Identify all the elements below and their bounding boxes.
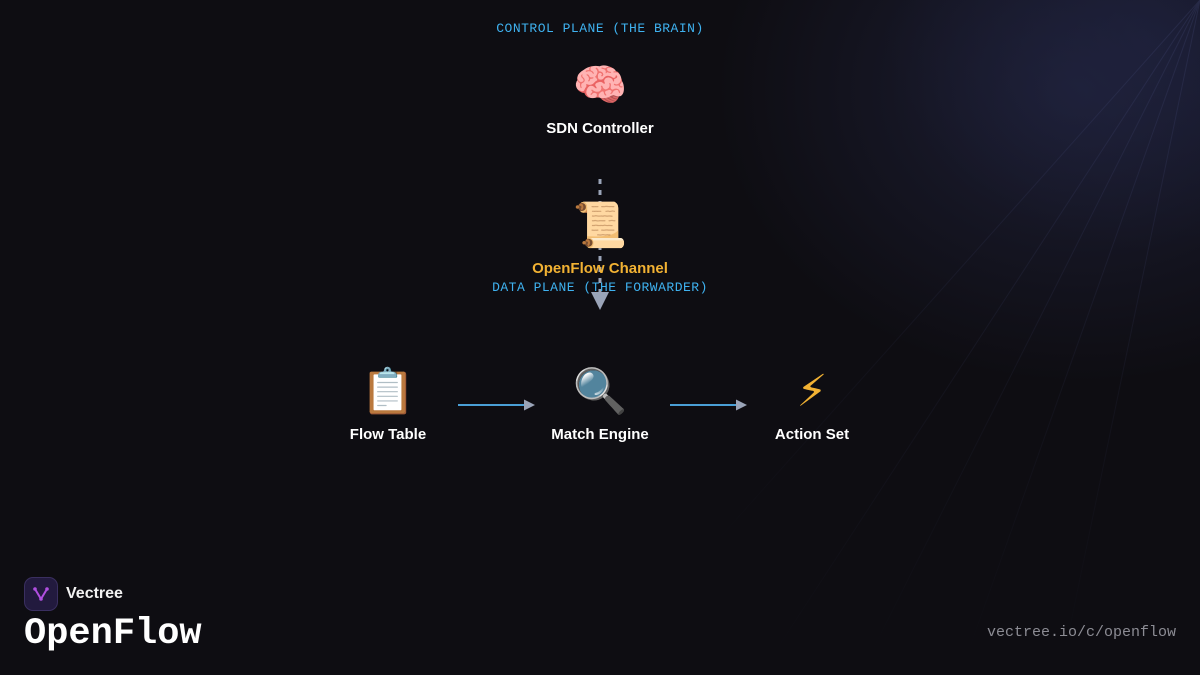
openflow-channel-label: OpenFlow Channel bbox=[532, 260, 668, 277]
openflow-channel-node: 📜 OpenFlow Channel bbox=[500, 200, 700, 277]
magnifier-icon: 🔍 bbox=[572, 366, 628, 417]
brand[interactable]: Vectree bbox=[24, 577, 123, 611]
page-title: OpenFlow bbox=[24, 613, 202, 655]
match-engine-label: Match Engine bbox=[551, 426, 649, 443]
footer-url[interactable]: vectree.io/c/openflow bbox=[986, 624, 1176, 641]
action-set-label: Action Set bbox=[774, 426, 850, 443]
sdn-controller-node: 🧠 SDN Controller bbox=[500, 60, 700, 137]
flow-table-label: Flow Table bbox=[349, 426, 427, 443]
vectree-logo-icon bbox=[24, 577, 58, 611]
scroll-icon: 📜 bbox=[572, 200, 628, 251]
control-plane-label: CONTROL PLANE (THE BRAIN) bbox=[496, 21, 704, 36]
sdn-controller-label: SDN Controller bbox=[546, 120, 654, 137]
brand-name: Vectree bbox=[66, 585, 123, 602]
clipboard-icon: 📋 bbox=[360, 366, 416, 417]
lightning-icon: ⚡ bbox=[796, 366, 828, 417]
action-set-node: ⚡ Action Set bbox=[712, 366, 912, 443]
data-plane-label: DATA PLANE (THE FORWARDER) bbox=[492, 280, 708, 295]
match-engine-node: 🔍 Match Engine bbox=[500, 366, 700, 443]
brain-icon: 🧠 bbox=[572, 60, 628, 111]
flow-table-node: 📋 Flow Table bbox=[288, 366, 488, 443]
